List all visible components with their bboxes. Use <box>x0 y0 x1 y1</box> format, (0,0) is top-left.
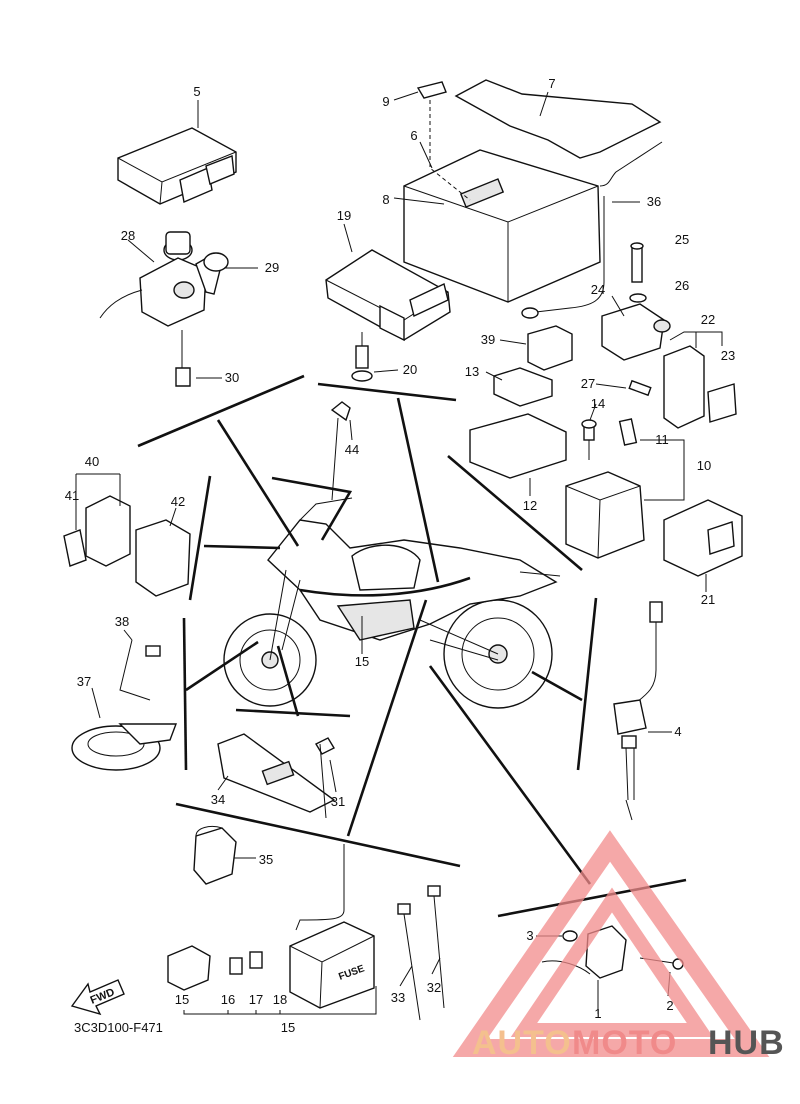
callout: 19 <box>337 208 351 223</box>
callout: 44 <box>345 442 359 457</box>
callout: 27 <box>581 376 595 391</box>
callout: 34 <box>211 792 225 807</box>
callout: 17 <box>249 992 263 1007</box>
callout: 28 <box>121 228 135 243</box>
watermark-triangle-outer <box>452 830 770 1057</box>
callout: 18 <box>273 992 287 1007</box>
watermark-text-hub: HUB <box>708 1024 785 1062</box>
callout: 24 <box>591 282 605 297</box>
cable-ties <box>397 885 445 1021</box>
callout: 13 <box>465 364 479 379</box>
callout: 21 <box>701 592 715 607</box>
callout: 25 <box>675 232 689 247</box>
motorcycle <box>223 497 561 709</box>
callout: 9 <box>382 94 389 109</box>
watermark-text-auto: AUTO <box>472 1024 572 1062</box>
callout: 38 <box>115 614 129 629</box>
callout: 12 <box>523 498 537 513</box>
sheet-and-band <box>217 733 337 819</box>
callout: 15 <box>281 1020 295 1035</box>
callout: 39 <box>481 332 495 347</box>
watermark-triangle-inner <box>510 887 714 1037</box>
relay-cluster <box>469 242 737 496</box>
callout: 37 <box>77 674 91 689</box>
callout: 40 <box>85 454 99 469</box>
fwd-arrow: FWD <box>70 979 125 1016</box>
callout: 6 <box>410 128 417 143</box>
callout: 3 <box>526 928 533 943</box>
relay-group-left <box>63 401 353 597</box>
ecu-unit <box>117 100 237 205</box>
control-unit-20 <box>325 223 451 382</box>
callout: 10 <box>697 458 711 473</box>
fuse-box: FUSE <box>167 844 377 1015</box>
callout: 31 <box>331 794 345 809</box>
callout: 8 <box>382 192 389 207</box>
callout: 41 <box>65 488 79 503</box>
callout: 14 <box>591 396 605 411</box>
callout: 33 <box>391 990 405 1005</box>
ignition-switch <box>99 231 258 387</box>
callout: 35 <box>259 852 273 867</box>
callout: 22 <box>701 312 715 327</box>
callout: 11 <box>655 432 669 447</box>
callout: 4 <box>674 724 681 739</box>
callout: 36 <box>647 194 661 209</box>
callout: 30 <box>225 370 239 385</box>
watermark-text-moto: MOTO <box>572 1024 677 1062</box>
watermark <box>452 830 770 1057</box>
callout: 15 <box>175 992 189 1007</box>
diagram-code: 3C3D100-F471 <box>74 1020 163 1035</box>
clamp <box>193 825 256 885</box>
callout: 1 <box>594 1006 601 1021</box>
callout-numbers: 5 7 9 6 8 36 19 28 29 25 26 24 22 23 39 … <box>65 76 735 1035</box>
callout: 2 <box>666 998 673 1013</box>
callout: 5 <box>193 84 200 99</box>
callout: 16 <box>221 992 235 1007</box>
callout: 26 <box>675 278 689 293</box>
callout: 20 <box>403 362 417 377</box>
battery <box>393 79 663 319</box>
horn <box>71 629 178 771</box>
neutral-switch <box>613 601 672 821</box>
callout: 32 <box>427 980 441 995</box>
pointer-lines <box>137 374 687 918</box>
callout: 42 <box>171 494 185 509</box>
callout: 29 <box>265 260 279 275</box>
callout: 23 <box>721 348 735 363</box>
callout: 15 <box>355 654 369 669</box>
callout: 7 <box>548 76 555 91</box>
starter-relay <box>565 403 743 592</box>
